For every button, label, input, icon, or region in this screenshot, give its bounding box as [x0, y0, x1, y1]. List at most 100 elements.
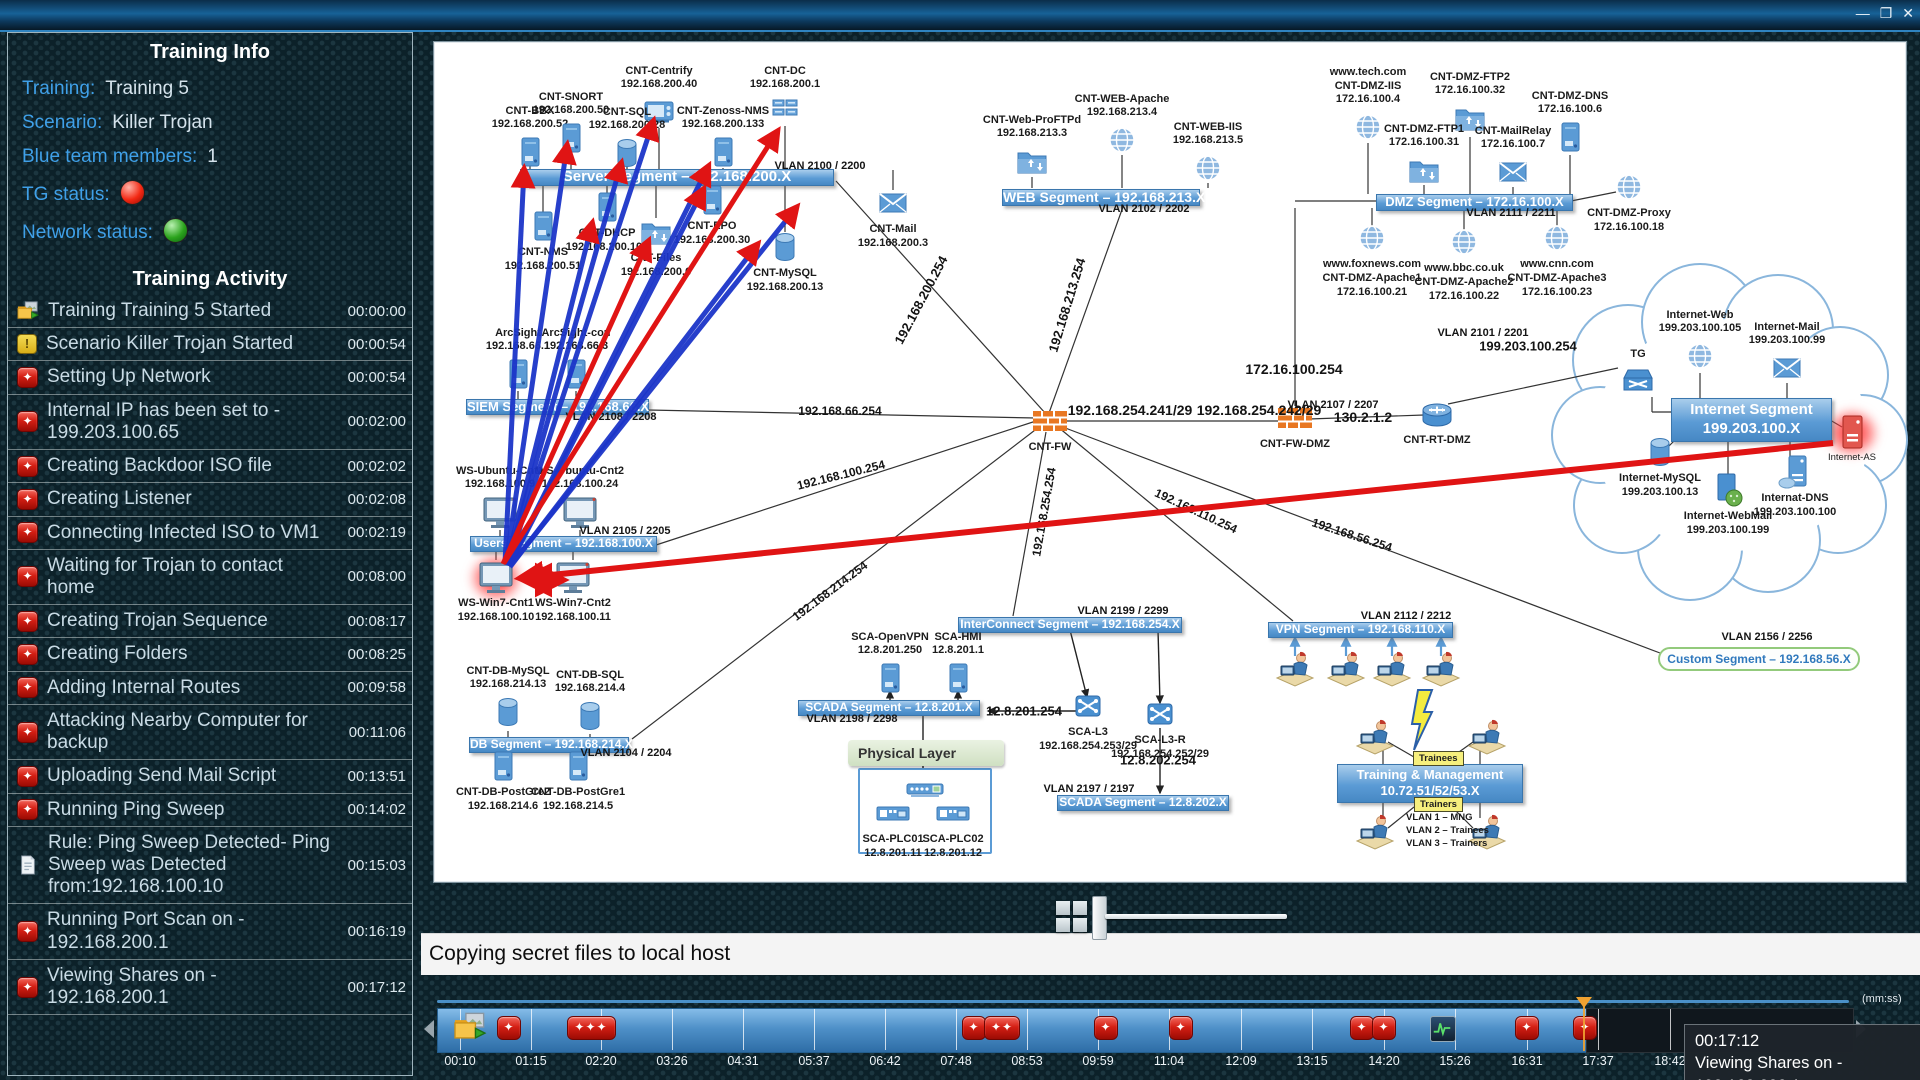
attack-icon: ✦ [17, 488, 38, 510]
attack-icon: ✦ [17, 765, 38, 787]
activity-text: Training Training 5 Started [48, 300, 272, 321]
timeline-tick-label: 03:26 [656, 1054, 688, 1068]
timeline-tick-label: 07:48 [940, 1054, 972, 1068]
timeline-attack-marker[interactable]: ✦ [497, 1016, 521, 1040]
timeline-attack-marker[interactable]: ✦ [1515, 1016, 1539, 1040]
activity-time: 00:16:19 [347, 923, 406, 941]
timeline-track-line[interactable] [437, 1000, 1849, 1003]
attack-icon: ✦ [17, 644, 38, 666]
timeline-attack-marker[interactable]: ✦ [1372, 1016, 1396, 1040]
timeline-tick-label: 15:26 [1439, 1054, 1471, 1068]
activity-text: Internal IP has been set to - 199.203.10… [47, 399, 281, 443]
activity-time: 00:14:02 [347, 801, 406, 819]
timeline-unit-label: (mm:ss) [1862, 993, 1902, 1005]
timeline-attack-marker[interactable]: ✦ [1573, 1016, 1597, 1040]
info-field-label: Training: [22, 78, 96, 99]
timeline-zoom-slider[interactable] [1092, 896, 1292, 940]
activity-time: 00:15:03 [347, 856, 406, 874]
info-field-label: TG status: [22, 184, 110, 205]
training-info-title: Training Info [150, 41, 270, 63]
window-titlebar[interactable] [0, 0, 1920, 32]
info-field-value: Killer Trojan [112, 112, 213, 133]
activity-row[interactable]: ✦Internal IP has been set to - 199.203.1… [8, 395, 412, 451]
timeline-training-marker[interactable] [453, 1012, 487, 1047]
status-text: Copying secret files to local host [429, 942, 731, 965]
timeline-tick [1670, 1009, 1671, 1050]
info-field-label: Blue team members: [22, 146, 198, 167]
info-field: Training: Training 5 [22, 78, 398, 100]
training-icon [453, 1012, 487, 1042]
timeline-tick-label: 01:15 [515, 1054, 547, 1068]
restore-button[interactable]: ❐ [1879, 5, 1893, 21]
info-field: TG status: [22, 180, 398, 206]
info-field-value: Training 5 [105, 78, 190, 99]
timeline-attack-marker[interactable]: ✦ [1169, 1016, 1193, 1040]
info-field-label: Network status: [22, 222, 153, 243]
timeline-tick-label: 14:20 [1368, 1054, 1400, 1068]
slider-track[interactable] [1105, 914, 1287, 919]
activity-row[interactable]: Rule: Ping Sweep Detected- Ping Sweep wa… [8, 827, 412, 905]
activity-text: Viewing Shares on - 192.168.200.1 [47, 964, 217, 1009]
timeline-attack-marker[interactable]: ✦✦✦ [566, 1016, 616, 1040]
close-button[interactable]: ✕ [1902, 5, 1914, 21]
activity-time: 00:13:51 [347, 767, 406, 785]
attack-icon: ✦ [17, 721, 38, 743]
activity-time: 00:00:54 [347, 335, 406, 353]
activity-time: 00:02:19 [347, 524, 406, 542]
activity-time: 00:11:06 [348, 723, 406, 741]
timeline-scroll-left-icon[interactable] [424, 1020, 434, 1038]
activity-text: Scenario Killer Trojan Started [46, 333, 294, 355]
timeline-tick-label: 12:09 [1225, 1054, 1257, 1068]
timeline-attack-marker[interactable]: ✦ [962, 1016, 986, 1040]
physical-layer-header: Physical Layer [848, 740, 1004, 766]
timeline-tick-label: 02:20 [585, 1054, 617, 1068]
attack-icon: ✦ [17, 921, 38, 943]
timeline-attack-marker[interactable]: ✦ [1094, 1016, 1118, 1040]
timeline-tick [531, 1009, 532, 1050]
timeline-attack-marker[interactable]: ✦✦ [984, 1016, 1020, 1040]
timeline-tick-label: 06:42 [869, 1054, 901, 1068]
playhead-marker[interactable] [1576, 997, 1592, 1008]
activity-time: 00:00:00 [347, 302, 406, 320]
attack-icon: ✦ [17, 566, 38, 588]
timeline-tick-label: 17:37 [1582, 1054, 1614, 1068]
timeline-tick-label: 13:15 [1296, 1054, 1328, 1068]
timeline-rule-marker[interactable] [1430, 1016, 1456, 1042]
layout-grid-button[interactable] [1056, 901, 1088, 933]
timeline-tick [743, 1009, 744, 1050]
timeline-tick [814, 1009, 815, 1050]
info-field-value: 1 [207, 146, 218, 167]
activity-time: 00:00:54 [347, 369, 406, 387]
minimize-button[interactable]: — [1855, 5, 1870, 21]
red-status-light [119, 180, 145, 205]
attack-icon: ✦ [17, 455, 38, 477]
activity-time: 00:08:25 [347, 646, 406, 664]
activity-row[interactable]: Training Training 5 Started 00:00:00 [8, 295, 412, 329]
info-field: Network status: [22, 218, 398, 244]
info-field: Scenario: Killer Trojan [22, 112, 398, 134]
activity-text: Running Ping Sweep [47, 798, 225, 820]
info-field-label: Scenario: [22, 112, 103, 133]
trainees-tag: Trainees [1413, 751, 1464, 766]
attack-icon: ✦ [17, 976, 38, 998]
activity-time: 00:08:17 [347, 612, 406, 630]
timeline-attack-marker[interactable]: ✦ [1350, 1016, 1374, 1040]
network-map-canvas[interactable] [433, 41, 1907, 883]
attack-icon: ✦ [17, 367, 38, 389]
timeline-tick [956, 1009, 957, 1050]
